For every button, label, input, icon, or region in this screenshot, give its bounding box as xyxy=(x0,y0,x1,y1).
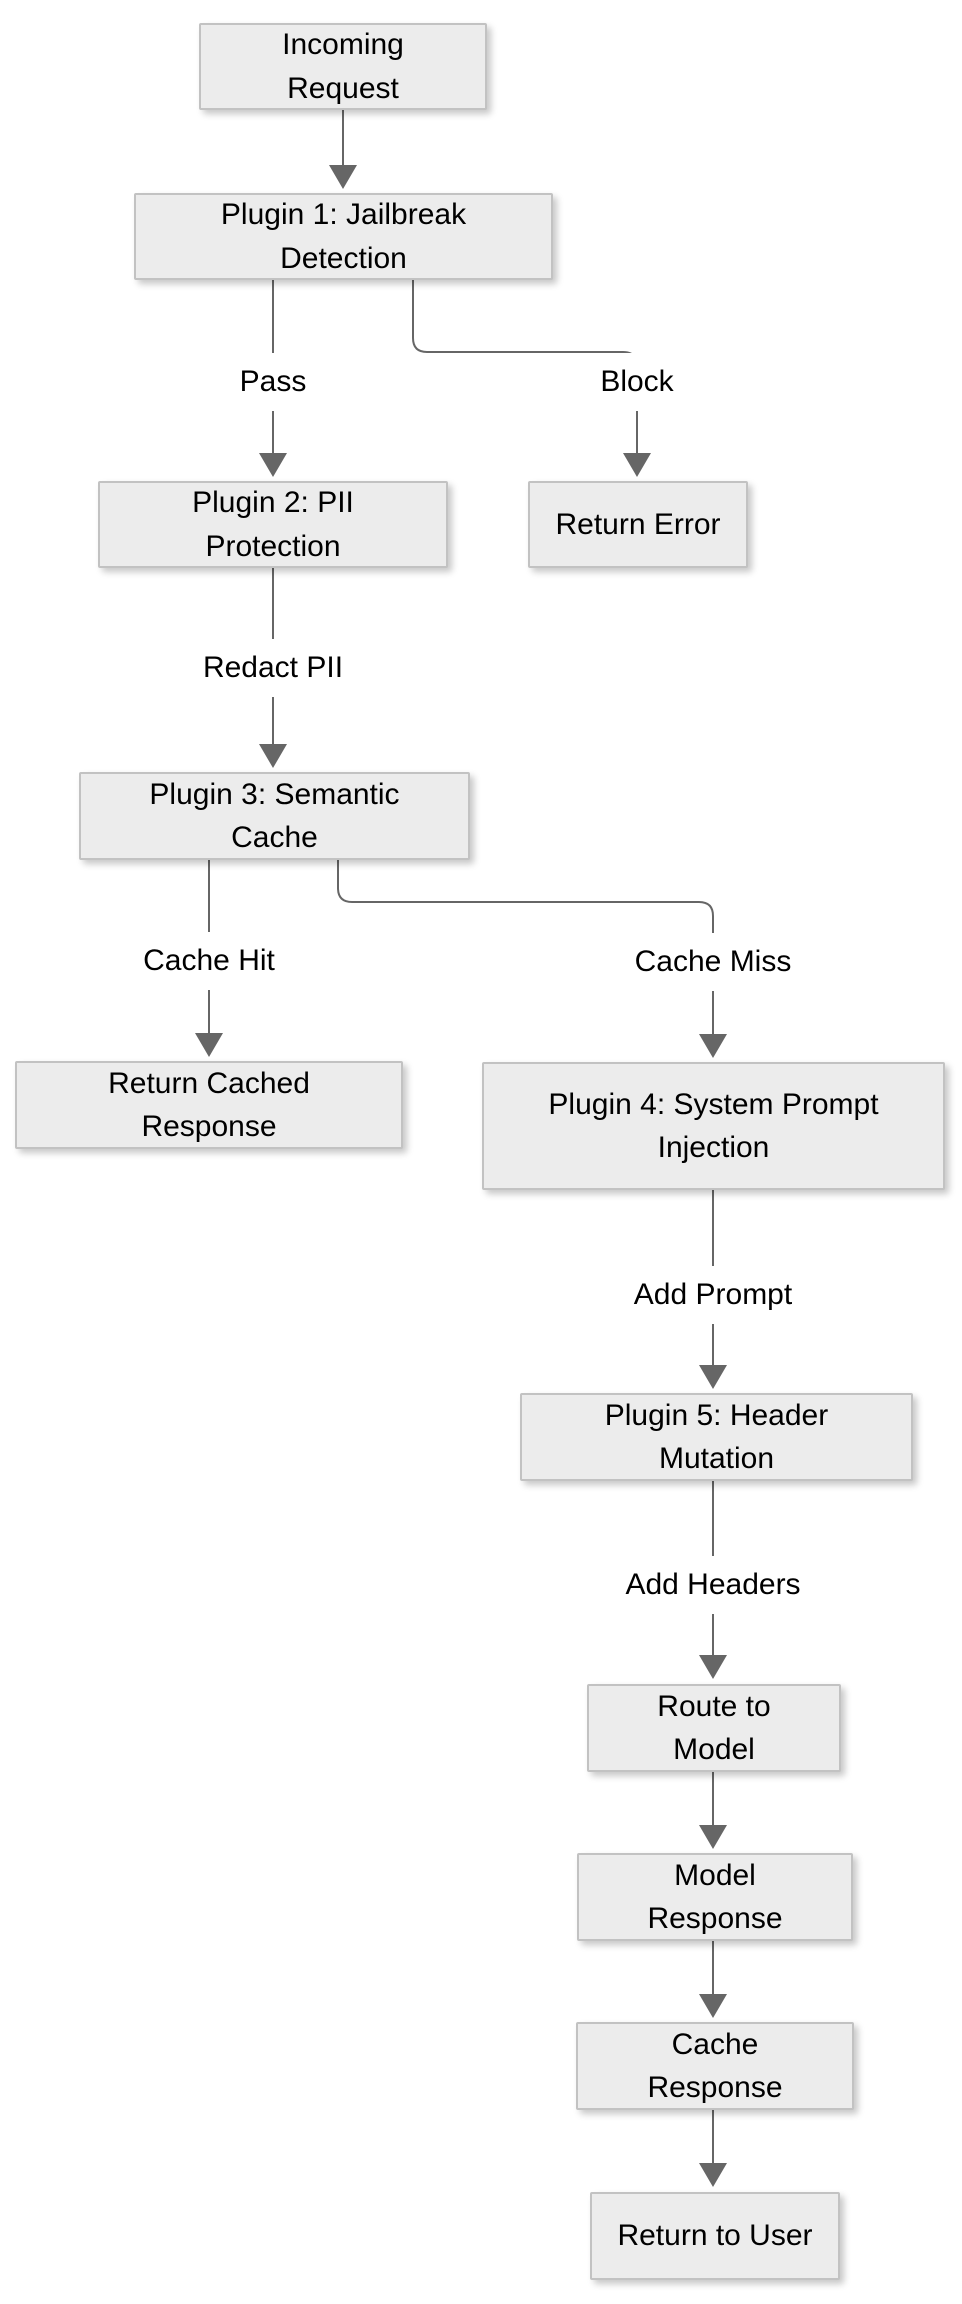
node-return-error: Return Error xyxy=(528,481,748,568)
node-incoming-request: Incoming Request xyxy=(199,23,487,110)
edge-label-cache-hit: Cache Hit xyxy=(137,932,281,990)
edge-label-redact-pii: Redact PII xyxy=(196,639,350,697)
node-plugin-3-semantic-cache: Plugin 3: Semantic Cache xyxy=(79,772,470,860)
node-return-cached-response: Return Cached Response xyxy=(15,1061,403,1149)
node-model-response: Model Response xyxy=(577,1853,853,1941)
node-route-to-model: Route to Model xyxy=(587,1684,841,1772)
edge-label-block: Block xyxy=(594,353,680,411)
edge-label-cache-miss: Cache Miss xyxy=(628,933,798,991)
edge-label-add-headers: Add Headers xyxy=(619,1556,807,1614)
node-return-to-user: Return to User xyxy=(590,2192,840,2280)
node-plugin-2-pii-protection: Plugin 2: PII Protection xyxy=(98,481,448,568)
edge-label-pass: Pass xyxy=(233,353,313,411)
node-plugin-1-jailbreak-detection: Plugin 1: Jailbreak Detection xyxy=(134,193,553,280)
node-plugin-5-header-mutation: Plugin 5: Header Mutation xyxy=(520,1393,913,1481)
node-cache-response: Cache Response xyxy=(576,2022,854,2110)
node-plugin-4-system-prompt-injection: Plugin 4: System Prompt Injection xyxy=(482,1062,945,1190)
edge-label-add-prompt: Add Prompt xyxy=(627,1266,799,1324)
edge-plugin-3-to-plugin-4 xyxy=(337,860,727,1058)
